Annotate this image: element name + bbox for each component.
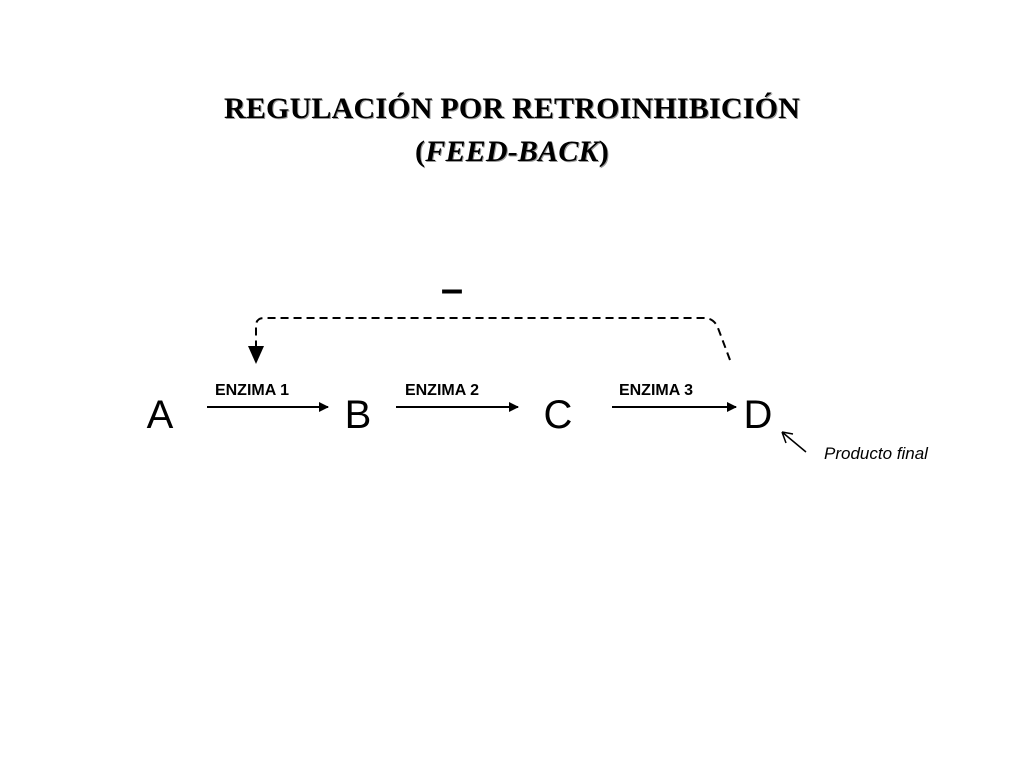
enzyme-2-label: ENZIMA 2 — [405, 382, 479, 399]
metabolite-b: B — [345, 393, 372, 437]
metabolite-d: D — [744, 393, 773, 437]
title-close-paren: ) — [598, 135, 609, 168]
inhibition-sign: – — [441, 267, 463, 311]
metabolite-c: C — [544, 393, 573, 437]
final-product-pointer — [781, 431, 807, 453]
metabolite-a: A — [147, 393, 174, 437]
feedback-inhibition-line — [255, 317, 731, 361]
feedback-arrowhead — [248, 346, 264, 364]
slide-title-line1: REGULACIÓN POR RETROINHIBICIÓN — [223, 92, 801, 125]
enzyme-3-label: ENZIMA 3 — [619, 382, 693, 399]
title-feedback-term: FEED-BACK — [425, 135, 599, 168]
final-product-label: Producto final — [824, 444, 929, 463]
title-open-paren: ( — [415, 135, 426, 168]
slide-title-line2: (FEED-BACK) — [0, 135, 1024, 169]
enzyme-1-label: ENZIMA 1 — [215, 382, 289, 399]
